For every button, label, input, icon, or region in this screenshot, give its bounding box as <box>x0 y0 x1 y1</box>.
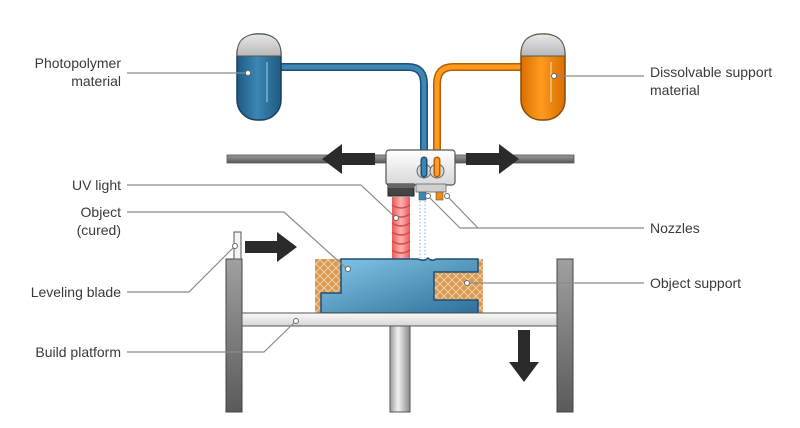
label-nozzles: Nozzles <box>650 220 700 236</box>
build-platform-marker <box>293 318 299 324</box>
label-object-line2: (cured) <box>77 222 121 238</box>
print-head <box>385 149 456 201</box>
uv-lamp <box>387 183 415 197</box>
photopolymer-nozzle <box>418 191 427 201</box>
leveling-blade-marker <box>232 243 238 249</box>
object-support-marker <box>464 280 470 286</box>
photopolymer-tank <box>236 33 282 121</box>
nozzle-marker-1 <box>425 193 431 199</box>
support-tank <box>520 33 566 121</box>
arrow-right-blade-icon <box>245 232 297 262</box>
label-object-support: Object support <box>650 275 741 291</box>
frame-post-left <box>225 258 243 413</box>
uv-light-marker <box>393 215 399 221</box>
frame-post-right <box>556 258 574 413</box>
label-leveling-blade: Leveling blade <box>31 284 122 300</box>
nozzle-marker-2 <box>444 193 450 199</box>
arrow-down-icon <box>509 330 539 382</box>
label-dissolvable-line2: material <box>650 82 700 98</box>
object-marker <box>345 266 351 272</box>
support-nozzle <box>435 191 444 201</box>
support-material-marker <box>551 73 557 79</box>
uv-beam <box>391 197 411 259</box>
photopolymer-marker <box>245 70 251 76</box>
label-dissolvable-line1: Dissolvable support <box>650 64 772 80</box>
arrow-left-icon <box>322 144 375 174</box>
object <box>320 256 479 314</box>
platform-column <box>389 325 411 413</box>
label-photopolymer-line2: material <box>71 73 121 89</box>
label-object-line1: Object <box>81 204 122 220</box>
label-uv-light: UV light <box>72 177 121 193</box>
build-platform <box>241 312 558 327</box>
label-photopolymer-line1: Photopolymer <box>35 55 122 71</box>
arrow-right-icon <box>466 144 519 174</box>
label-build-platform: Build platform <box>35 344 121 360</box>
